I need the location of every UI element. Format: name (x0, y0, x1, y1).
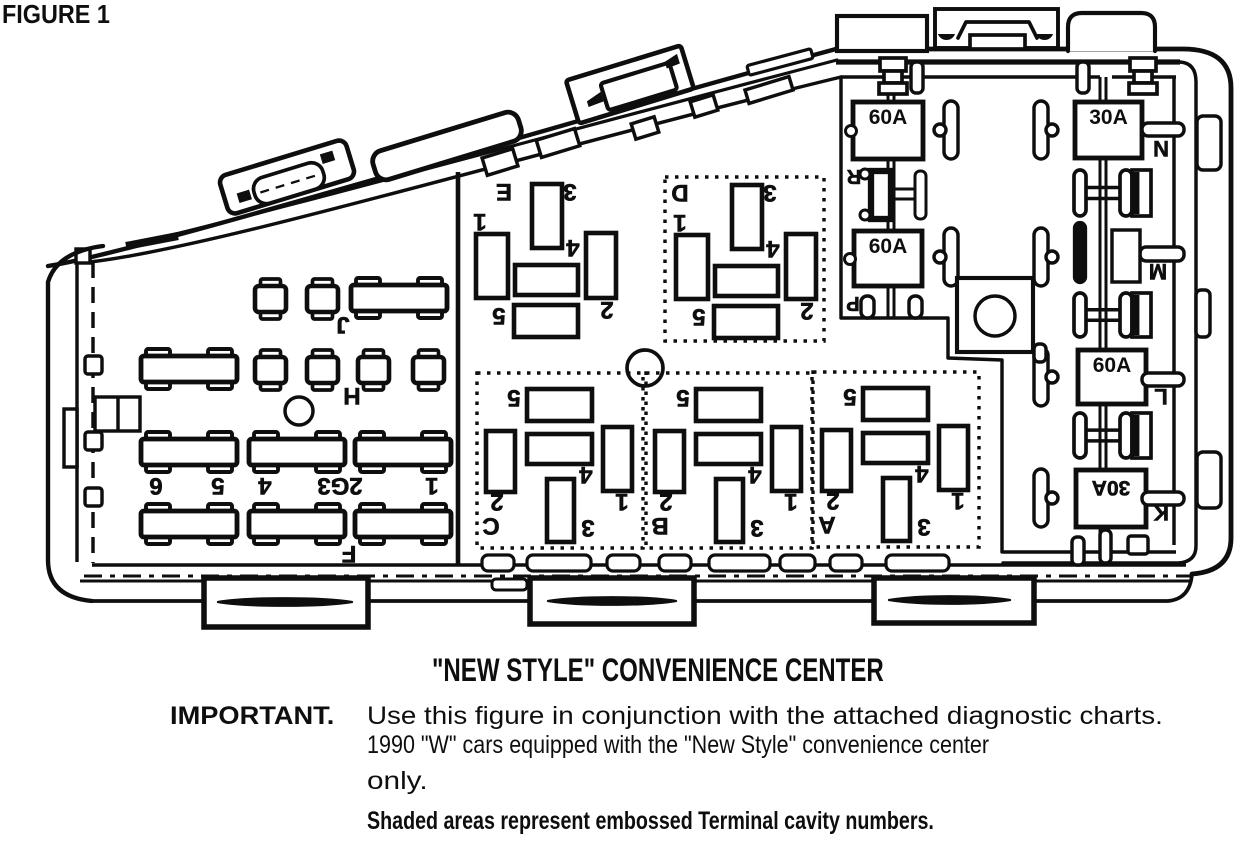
svg-text:3: 3 (917, 513, 930, 540)
svg-text:4: 4 (748, 461, 762, 488)
svg-text:3: 3 (581, 514, 594, 541)
svg-text:4: 4 (579, 461, 593, 488)
svg-text:FIGURE 1: FIGURE 1 (2, 1, 110, 29)
svg-text:B: B (651, 512, 668, 539)
svg-text:3: 3 (750, 514, 763, 541)
svg-text:30A: 30A (1092, 476, 1131, 499)
svg-text:4: 4 (258, 472, 272, 499)
svg-text:1: 1 (473, 208, 486, 235)
svg-text:5: 5 (211, 472, 224, 499)
svg-text:2: 2 (659, 488, 672, 515)
svg-text:R: R (846, 165, 861, 187)
svg-text:Shaded areas represent embosse: Shaded areas represent embossed Terminal… (367, 807, 934, 835)
svg-text:5: 5 (843, 383, 856, 410)
svg-text:J: J (336, 311, 349, 338)
svg-text:1: 1 (615, 488, 628, 515)
svg-text:L: L (1154, 384, 1167, 409)
svg-text:60A: 60A (869, 106, 908, 129)
svg-text:H: H (343, 382, 360, 409)
svg-text:5: 5 (692, 303, 705, 330)
svg-text:6: 6 (149, 472, 162, 499)
svg-text:"NEW STYLE" CONVENIENCE CENTER: "NEW STYLE" CONVENIENCE CENTER (432, 652, 884, 688)
svg-text:IMPORTANT.: IMPORTANT. (170, 701, 334, 730)
svg-text:3: 3 (317, 472, 330, 499)
svg-text:60A: 60A (1093, 354, 1132, 377)
svg-text:only.: only. (367, 766, 428, 794)
svg-text:5: 5 (676, 384, 689, 411)
svg-text:D: D (671, 179, 688, 206)
svg-text:K: K (1153, 500, 1169, 525)
svg-text:1: 1 (951, 487, 964, 514)
svg-text:5: 5 (492, 302, 505, 329)
svg-text:4: 4 (766, 235, 780, 262)
svg-text:2: 2 (826, 487, 839, 514)
svg-text:3: 3 (763, 179, 776, 206)
svg-text:4: 4 (915, 460, 929, 487)
svg-text:E: E (496, 178, 512, 205)
svg-text:C: C (482, 512, 499, 539)
svg-text:2: 2 (600, 296, 613, 323)
svg-text:P: P (846, 292, 859, 314)
svg-text:M: M (1149, 259, 1167, 284)
svg-text:1: 1 (673, 209, 686, 236)
svg-text:A: A (818, 511, 835, 538)
svg-text:1: 1 (425, 472, 438, 499)
svg-text:F: F (342, 540, 357, 567)
svg-text:G: G (331, 472, 350, 499)
svg-text:60A: 60A (869, 235, 908, 258)
svg-text:N: N (1153, 136, 1169, 161)
svg-text:2: 2 (349, 472, 362, 499)
svg-text:2: 2 (800, 297, 813, 324)
svg-text:Use this figure in conjunction: Use this figure in conjunction with the … (367, 701, 1163, 729)
svg-text:2: 2 (490, 488, 503, 515)
svg-text:30A: 30A (1089, 106, 1128, 129)
svg-text:4: 4 (566, 234, 580, 261)
svg-text:5: 5 (507, 384, 520, 411)
svg-text:1: 1 (784, 488, 797, 515)
svg-text:1990 "W" cars equipped with th: 1990 "W" cars equipped with the "New Sty… (367, 731, 989, 759)
svg-text:3: 3 (563, 178, 576, 205)
